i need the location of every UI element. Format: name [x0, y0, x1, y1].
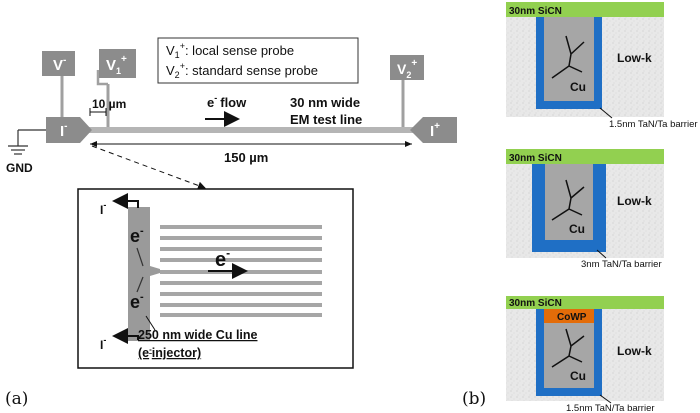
svg-text:30nm SiCN: 30nm SiCN — [509, 153, 562, 164]
legend-v1-text: : local sense probe — [185, 43, 294, 58]
svg-text:V1+: local sense probe: V1+: local sense probe — [166, 41, 294, 60]
inset-caption-1: 250 nm wide Cu line — [138, 328, 258, 342]
svg-text:30nm SiCN: 30nm SiCN — [509, 298, 562, 309]
stack-cell-3: 30nm SiCN CoWP Cu Low-k 1.5nm TaN/Ta bar… — [506, 296, 664, 413]
svg-text:e-: e- — [215, 246, 230, 271]
probe-legend: V1+: local sense probe V2+: standard sen… — [157, 37, 359, 84]
injector-inset: I- I- e- e- e- 250 nm wide Cu line (e-in… — [77, 188, 354, 369]
stack-cell-2: 30nm SiCN Cu Low-k 3nm TaN/Ta barrier — [506, 149, 664, 270]
pad-i-minus: I- — [46, 117, 92, 143]
panel-b-label: (b) — [462, 389, 486, 409]
ground-symbol — [8, 129, 46, 155]
svg-text:Cu: Cu — [570, 80, 586, 94]
svg-text:V2+: standard sense probe: V2+: standard sense probe — [166, 61, 318, 80]
svg-text:Cu: Cu — [569, 222, 585, 236]
pad-v2-plus: V2+ — [390, 55, 424, 80]
injector-line — [128, 207, 150, 341]
svg-text:I+: I+ — [430, 121, 440, 140]
inset-caption-2: (e-injector) — [138, 345, 201, 360]
pad-v-minus: V- — [42, 51, 75, 76]
pad-v1-plus: V1+ — [99, 49, 136, 78]
panel-b: (b) 30nm SiCN Cu Low-k 1.5nm TaN/Ta barr… — [462, 2, 698, 413]
svg-text:I-: I- — [100, 335, 106, 352]
svg-text:e-: e- — [130, 225, 144, 246]
electron-flow: e-flow — [205, 93, 247, 127]
panel-a-label: (a) — [5, 389, 28, 409]
svg-text:V2+: V2+ — [397, 58, 417, 80]
svg-text:I-: I- — [100, 200, 106, 217]
line-name-label: EM test line — [290, 112, 362, 127]
svg-text:30nm SiCN: 30nm SiCN — [509, 6, 562, 17]
svg-text:e-flow: e-flow — [207, 93, 247, 110]
svg-text:10 µm: 10 µm — [92, 97, 126, 111]
dim-10um: 10 µm — [89, 97, 126, 116]
svg-text:3nm TaN/Ta barrier: 3nm TaN/Ta barrier — [581, 259, 662, 270]
svg-text:Low-k: Low-k — [617, 344, 652, 358]
svg-text:I-: I- — [60, 121, 68, 140]
svg-text:1.5nm TaN/Ta barrier: 1.5nm TaN/Ta barrier — [566, 403, 655, 413]
em-test-line — [88, 127, 414, 133]
svg-text:1.5nm TaN/Ta barrier: 1.5nm TaN/Ta barrier — [609, 119, 698, 130]
legend-v2-text: : standard sense probe — [185, 63, 318, 78]
svg-text:V-: V- — [53, 55, 66, 74]
dim-150um: 150 µm — [90, 141, 412, 165]
line-width-label: 30 nm wide — [290, 95, 360, 110]
zoom-arrow — [91, 145, 206, 190]
stack-cell-1: 30nm SiCN Cu Low-k 1.5nm TaN/Ta barrier — [506, 2, 698, 130]
svg-text:Cu: Cu — [570, 369, 586, 383]
pad-i-plus: I+ — [410, 117, 457, 143]
svg-text:Low-k: Low-k — [617, 194, 652, 208]
gnd-label: GND — [6, 161, 33, 175]
panel-a: V1+: local sense probe V2+: standard sen… — [5, 37, 457, 409]
svg-text:Low-k: Low-k — [617, 51, 652, 65]
svg-text:CoWP: CoWP — [557, 312, 587, 323]
svg-text:150 µm: 150 µm — [224, 150, 268, 165]
svg-text:e-: e- — [130, 291, 144, 312]
svg-text:V1+: V1+ — [106, 54, 127, 76]
